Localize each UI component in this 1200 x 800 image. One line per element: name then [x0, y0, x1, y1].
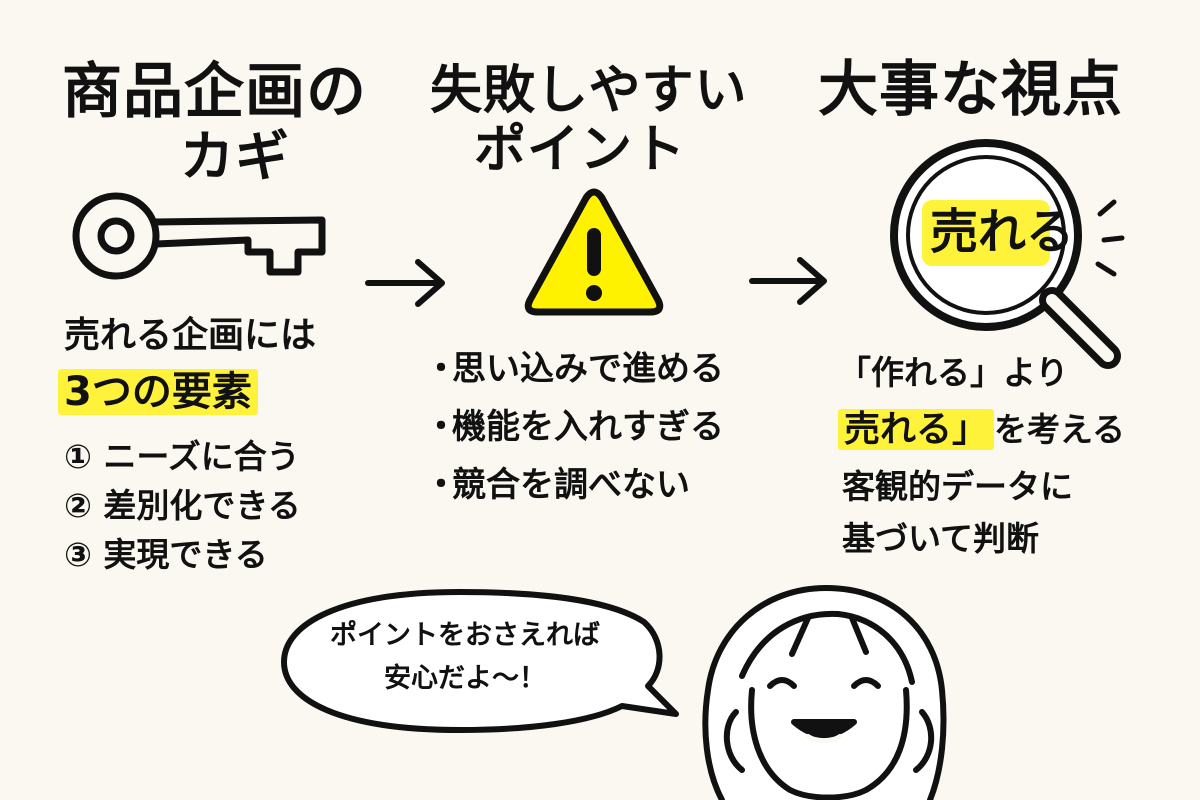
- viewpoint-line-1: 「作れる」より: [838, 353, 1069, 392]
- key-section-lead: 売れる企画には: [64, 315, 317, 356]
- title-important-viewpoint: 大事な視点: [818, 55, 1123, 125]
- viewpoint-line-3: 客観的データに: [842, 467, 1073, 506]
- three-elements-list: ① ニーズに合う ② 差別化できる ③ 実現できる: [64, 440, 301, 587]
- list-item: ③ 実現できる: [64, 535, 268, 574]
- girl-character: [702, 585, 947, 800]
- title-product-planning-key: 商品企画の カギ: [62, 58, 367, 188]
- list-item: ・機能を入れすぎる: [424, 407, 724, 447]
- viewpoint-line-4: 基づいて判断: [842, 519, 1040, 558]
- magnifier-icon: [890, 139, 1125, 369]
- list-item: ・競合を調べない: [424, 465, 690, 505]
- list-item: ② 差別化できる: [64, 486, 301, 525]
- title-center-line-2: ポイント: [473, 120, 686, 181]
- warning-icon: [524, 188, 664, 316]
- arrow-right-icon: [365, 259, 445, 307]
- list-item: ・思い込みで進める: [424, 349, 724, 389]
- list-item: ① ニーズに合う: [64, 437, 300, 476]
- sellable-highlight: 売れる」: [838, 409, 995, 450]
- arrow-right-icon: [749, 257, 827, 305]
- speech-line-2: 安心だよ〜！: [384, 663, 546, 695]
- viewpoint-line-2: 売れる」を考える: [838, 409, 1125, 450]
- title-left-line-1: 商品企画の: [62, 57, 367, 127]
- speech-line-1: ポイントをおさえれば: [330, 620, 600, 651]
- key-icon: [72, 192, 326, 280]
- failure-points-list: ・思い込みで進める ・機能を入れすぎる ・競合を調べない: [424, 352, 724, 526]
- title-left-line-2: カギ: [180, 125, 290, 189]
- title-center-line-1: 失敗しやすい: [430, 61, 748, 121]
- speech-bubble: [281, 589, 679, 733]
- speech-bubble-text: ポイントをおさえれば 安心だよ〜！: [322, 614, 608, 700]
- three-elements-highlight: 3つの要素: [58, 369, 258, 415]
- magnifier-label-sellable: 売れる: [930, 204, 1075, 260]
- title-failure-points: 失敗しやすい ポイント: [430, 61, 748, 181]
- key-section-highlight: 3つの要素: [58, 369, 258, 415]
